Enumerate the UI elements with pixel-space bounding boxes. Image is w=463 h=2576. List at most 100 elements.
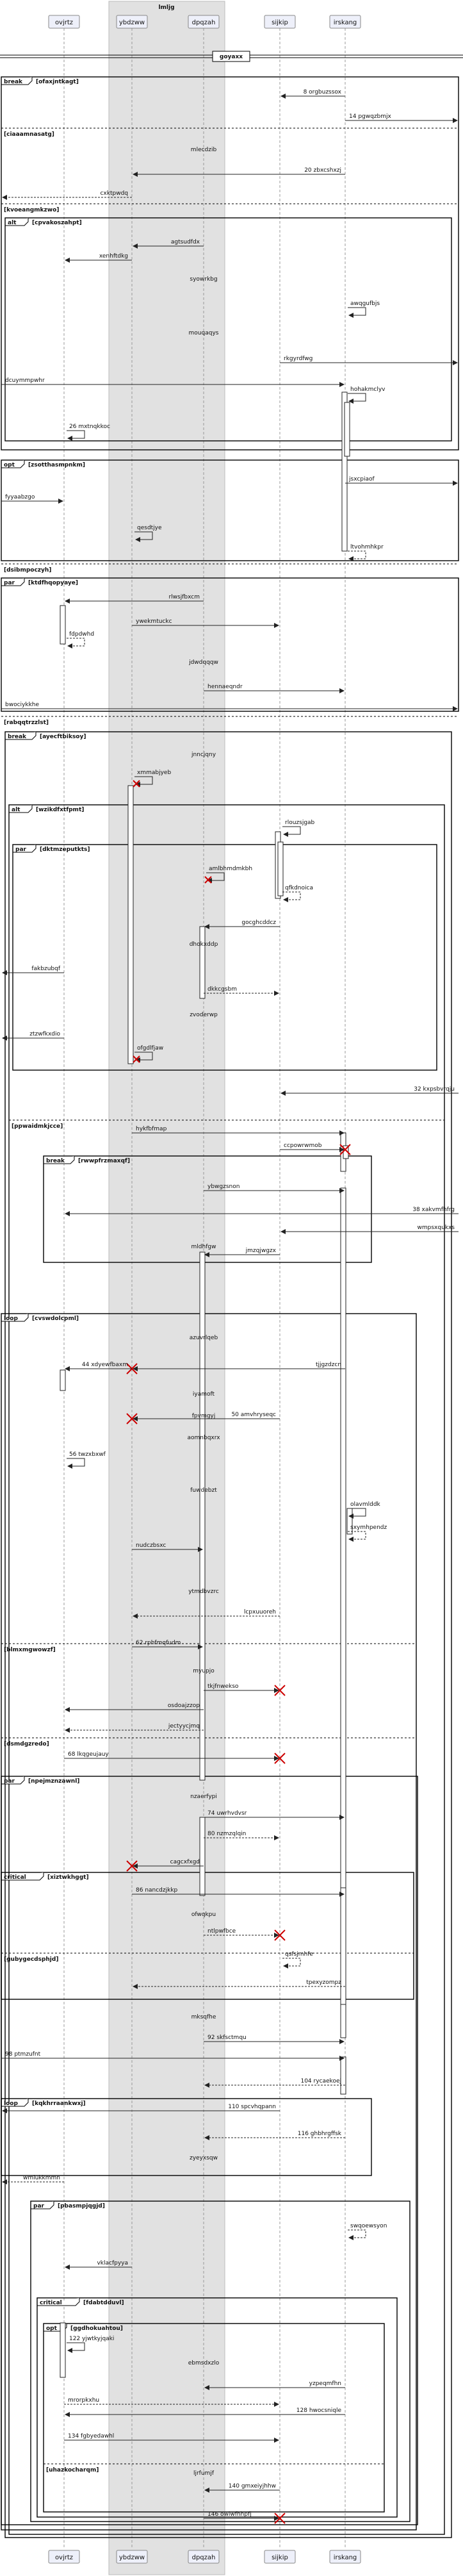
message-dcuymmpwhr: dcuymmpwhr: [1, 377, 345, 387]
fragment-guard: [ggdhokuahtou]: [70, 2325, 123, 2332]
message-label: hennaeqndr: [207, 684, 243, 690]
fragment-break: break[ayecftbiksoy]: [4, 731, 452, 2538]
activation-bar: [340, 1887, 346, 2005]
participant-footer-irskang[interactable]: irskang: [329, 2550, 361, 2564]
message-label: hohakmclyv: [350, 386, 386, 393]
message-owlwfhhpfj: 146 owlwfhhpfj: [204, 2511, 286, 2524]
participant-header-sijkip[interactable]: sijkip: [264, 15, 296, 29]
message-label: osdoajzzop: [168, 1703, 200, 1709]
participant-header-ovjrtz[interactable]: ovjrtz: [48, 15, 80, 29]
participant-label: dpqzah: [192, 19, 216, 26]
fragment-guard: [rabqqtrzzlst]: [4, 720, 49, 726]
message-hykfbfmap: hykfbfmap: [132, 1126, 345, 1135]
message-label: jsxcpiaof: [348, 476, 375, 483]
fragment-guard: [fdabtdduvl]: [83, 2300, 124, 2306]
fragment-par: par[ktdfhqopyaye]: [1, 577, 459, 712]
message-fyyaabzgo: fyyaabzgo: [1, 494, 63, 504]
participant-footer-ybdzww[interactable]: ybdzww: [116, 2550, 148, 2564]
message-label: 14 pgwqzbmjx: [349, 113, 392, 120]
message-label: nzaerfypi: [190, 1794, 217, 1800]
message-jectyycjmq: jectyycjmq: [65, 1723, 204, 1733]
message-ywekmtuckc: ywekmtuckc: [132, 618, 279, 628]
message-label: 110 spcvhqpann: [228, 2104, 276, 2110]
fragment-keyword: critical: [4, 1874, 26, 1881]
message-label: ywekmtuckc: [136, 618, 172, 625]
message-hennaeqndr: hennaeqndr: [204, 684, 345, 693]
participant-footer-ovjrtz[interactable]: ovjrtz: [48, 2550, 80, 2564]
fragment-guard: [xiztwkhggt]: [47, 1874, 89, 1881]
fragment-keyword: break: [8, 734, 27, 740]
message-label: ztzwfkxdio: [29, 1031, 60, 1037]
message-qfkdnoica: qfkdnoica: [282, 885, 313, 902]
fragment-guard: [dsibmpoczyh]: [4, 567, 51, 574]
fragment-guard: [gubygecdsphjd]: [4, 1956, 58, 1963]
participant-header-ybdzww[interactable]: ybdzww: [116, 15, 148, 29]
message-label: fuwdebzt: [190, 1487, 217, 1494]
message-ghbhrgffsk: 116 ghbhrgffsk: [204, 2131, 345, 2140]
message-agtsudfdx: agtsudfdx: [133, 239, 204, 249]
fragment-keyword: par: [4, 580, 15, 586]
participant-header-irskang[interactable]: irskang: [329, 15, 361, 29]
message-rlwsjfbxcm: rlwsjfbxcm: [65, 594, 204, 604]
activation-bar: [344, 402, 350, 457]
message-label: fdpdwhd: [69, 631, 94, 638]
message-label: 32 kxpsbvrqju: [414, 1086, 455, 1093]
divider-box: [212, 51, 250, 62]
message-nzmzqlqin: 80 nzmzqlqin: [204, 1831, 279, 1840]
fragment-guard: [ppwaidmkjcce]: [12, 1123, 63, 1130]
participant-footer-sijkip[interactable]: sijkip: [264, 2550, 296, 2564]
fragment-keyword: par: [33, 2203, 45, 2209]
message-label: ytmdbvzrc: [188, 1589, 219, 1595]
message-orgbuzssox: 8 orgbuzssox: [280, 89, 345, 99]
message-label: agtsudfdx: [171, 239, 200, 245]
message-aomnbqxrx: aomnbqxrx: [187, 1435, 220, 1441]
message-label: mldhfgw: [191, 1244, 216, 1250]
fragment-break: break[rwwpfrzmaxqf]: [43, 1155, 372, 1263]
message-rycaekoej: 104 rycaekoej: [204, 2078, 345, 2088]
message-qsfsjmhfe: qsfsjmhfe: [282, 1951, 313, 1969]
message-myupjo: myupjo: [193, 1668, 215, 1674]
message-ccpowrwmob: ccpowrwmob: [280, 1143, 351, 1155]
message-label: olavmlddk: [350, 1501, 381, 1508]
message-label: ltvohmhkpr: [350, 544, 384, 550]
message-label: gocghcddcz: [241, 920, 276, 926]
message-jdwdqqqw: jdwdqqqw: [188, 659, 218, 666]
fragment-alt: alt[cpvakoszahpt]: [4, 217, 452, 442]
destroy-marker: [274, 2513, 286, 2524]
message-label: ljrfumjf: [193, 2470, 215, 2477]
message-label: aomnbqxrx: [187, 1435, 220, 1441]
message-label: 26 mxtnqkkoc: [69, 424, 110, 430]
message-skfsctmqu: 92 skfsctmqu: [204, 2035, 345, 2044]
destroy-marker: [126, 1860, 138, 1872]
activation-bar: [127, 785, 134, 1064]
activation-bar: [60, 1369, 66, 1391]
message-label: 44 xdyewfbaxm: [82, 1362, 128, 1368]
message-label: 104 rycaekoej: [300, 2078, 341, 2085]
message-label: ybwgzsnon: [207, 1184, 240, 1190]
message-spcvhqpann: 110 spcvhqpann: [2, 2104, 280, 2113]
message-label: dcuymmpwhr: [5, 377, 45, 384]
fragment-critical: critical [fdabtdduvl]: [37, 2297, 398, 2518]
message-tpexyzompz: tpexyzompz: [133, 1979, 345, 1989]
fragment-keyword: critical: [40, 2300, 62, 2306]
message-amvhryseqc: 50 amvhryseqc: [126, 1412, 280, 1424]
message-mouqaqys: mouqaqys: [189, 330, 219, 336]
participant-group-title: lmljg: [158, 4, 174, 11]
fragment-alt: alt[wzikdfxtfpmt]: [8, 804, 445, 2535]
participant-label: ovjrtz: [55, 19, 73, 26]
message-label: ofwqkpu: [191, 1911, 216, 1918]
participant-header-dpqzah[interactable]: dpqzah: [188, 15, 220, 29]
message-label: 128 hwocsniqle: [296, 2407, 342, 2414]
fragment-guard: [ciaaamnasatg]: [4, 131, 54, 138]
message-ebmsdxzlo: ebmsdxzlo: [188, 2360, 220, 2366]
message-label: 134 fgbyedawhl: [68, 2433, 114, 2440]
message-label: lcpxuuoreh: [244, 1609, 276, 1615]
participant-footer-dpqzah[interactable]: dpqzah: [188, 2550, 220, 2564]
fragment-keyword: par: [15, 846, 27, 853]
participant-label: irskang: [334, 19, 357, 26]
activation-bar: [60, 2322, 66, 2378]
message-label: awqgufbjs: [350, 301, 380, 307]
message-label: dhokxddp: [190, 941, 218, 948]
destroy-marker: [339, 1144, 351, 1155]
message-label: 68 lkqgeujauy: [68, 1751, 109, 1758]
